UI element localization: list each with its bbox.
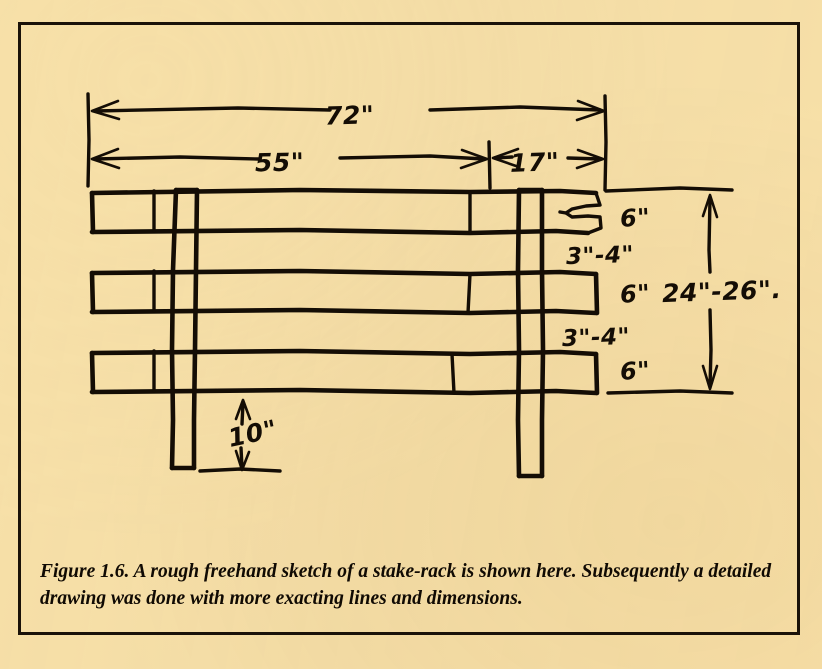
dimension-label-rail-1-height: 6" [619, 203, 651, 233]
dimension-label-overall-width: 72" [324, 100, 375, 131]
figure-frame-border [18, 22, 800, 635]
dimension-label-overall-height: 24"-26". [661, 274, 782, 309]
figure-number: Figure 1.6. [40, 561, 130, 582]
figure-caption-text: A rough freehand sketch of a stake-rack … [40, 561, 772, 609]
dimension-label-gap-2: 3"-4" [561, 323, 631, 353]
dimension-label-left-span: 55" [254, 147, 305, 178]
dimension-label-rail-3-height: 6" [619, 356, 651, 386]
dimension-label-rail-2-height: 6" [619, 279, 651, 309]
dimension-label-gap-1: 3"-4" [565, 241, 635, 271]
figure-caption: Figure 1.6. A rough freehand sketch of a… [40, 558, 782, 612]
dimension-label-right-span: 17" [509, 147, 560, 178]
